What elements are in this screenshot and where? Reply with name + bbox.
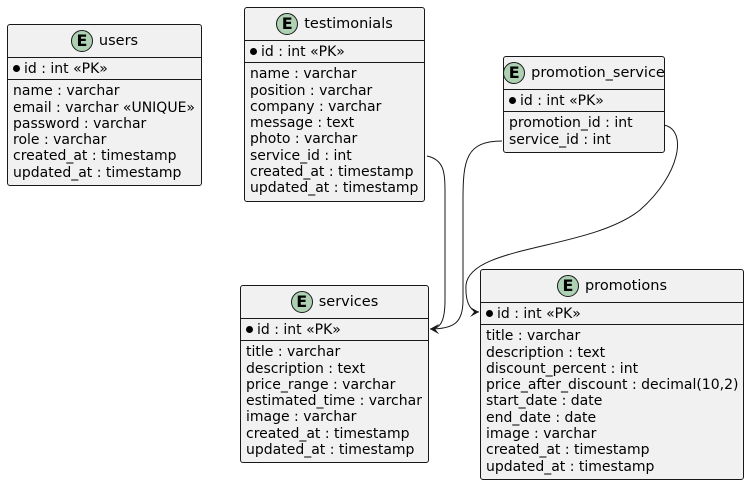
field: position : varchar: [250, 82, 373, 99]
field: password : varchar: [13, 115, 147, 132]
field: image : varchar: [486, 426, 597, 443]
entity-testimonials: E testimonials id : int «PK» name : varc…: [244, 7, 425, 202]
field: name : varchar: [250, 66, 357, 83]
primary-key-label: id : int «PK»: [24, 61, 108, 77]
field: updated_at : timestamp: [246, 442, 415, 459]
entity-header: E services: [241, 286, 428, 318]
field: updated_at : timestamp: [486, 458, 655, 475]
field: updated_at : timestamp: [13, 164, 182, 181]
primary-key-icon: [486, 310, 493, 317]
field: price_after_discount : decimal(10,2): [486, 377, 739, 394]
entity-icon: E: [556, 275, 579, 297]
field: updated_at : timestamp: [250, 180, 419, 197]
primary-key-row: id : int «PK»: [8, 57, 201, 79]
field: name : varchar: [13, 83, 120, 100]
entity-header: E promotions: [481, 270, 743, 302]
entity-title: testimonials: [304, 15, 393, 32]
field-list: promotion_id : int service_id : int: [504, 111, 664, 152]
entity-title: users: [98, 32, 139, 49]
primary-key-label: id : int «PK»: [261, 44, 345, 60]
field-list: title : varchar description : text disco…: [481, 324, 743, 479]
primary-key-icon: [250, 48, 257, 55]
primary-key-row: id : int «PK»: [245, 40, 424, 62]
field: promotion_id : int: [509, 115, 633, 132]
entity-icon: E: [503, 62, 526, 84]
field: image : varchar: [246, 409, 357, 426]
primary-key-label: id : int «PK»: [497, 306, 581, 322]
field: discount_percent : int: [486, 360, 639, 377]
field: service_id : int: [509, 131, 611, 148]
field: price_range : varchar: [246, 376, 396, 393]
field: created_at : timestamp: [486, 442, 650, 459]
field: email : varchar «UNIQUE»: [13, 99, 195, 116]
field: created_at : timestamp: [13, 148, 177, 165]
field: description : text: [486, 344, 606, 361]
field-list: name : varchar position : varchar compan…: [245, 62, 424, 200]
primary-key-label: id : int «PK»: [257, 322, 341, 338]
field: role : varchar: [13, 132, 107, 149]
field-list: name : varchar email : varchar «UNIQUE» …: [8, 79, 201, 185]
field: estimated_time : varchar: [246, 393, 422, 410]
field: created_at : timestamp: [250, 164, 414, 181]
entity-users: E users id : int «PK» name : varchar ema…: [7, 24, 202, 187]
field: title : varchar: [486, 328, 581, 345]
relationship-promotion-service-services: [429, 140, 503, 334]
primary-key-icon: [246, 326, 253, 333]
entity-title: promotion_service: [531, 64, 665, 81]
field: end_date : date: [486, 409, 597, 426]
field: photo : varchar: [250, 131, 358, 148]
primary-key-row: id : int «PK»: [504, 89, 664, 111]
entity-icon: E: [70, 30, 93, 52]
entity-icon: E: [276, 13, 299, 35]
relationship-promotion-service-promotions: [465, 124, 678, 317]
primary-key-icon: [13, 65, 20, 72]
field: description : text: [246, 360, 366, 377]
primary-key-label: id : int «PK»: [520, 93, 604, 109]
entity-services: E services id : int «PK» title : varchar…: [240, 285, 429, 464]
relationship-testimonials-services: [426, 155, 446, 334]
entity-title: promotions: [584, 277, 668, 294]
entity-header: E promotion_service: [503, 57, 665, 89]
field: company : varchar: [250, 98, 382, 115]
primary-key-row: id : int «PK»: [481, 302, 743, 324]
entity-header: E users: [8, 25, 201, 57]
entity-title: services: [318, 293, 379, 310]
entity-promotion-service: E promotion_service id : int «PK» promot…: [503, 56, 665, 153]
entity-promotions: E promotions id : int «PK» title : varch…: [480, 269, 744, 480]
primary-key-icon: [509, 97, 516, 104]
entity-icon: E: [290, 291, 313, 313]
field: message : text: [250, 115, 355, 132]
field: start_date : date: [486, 393, 603, 410]
field: title : varchar: [246, 344, 341, 361]
field: service_id : int: [250, 147, 352, 164]
entity-header: E testimonials: [245, 8, 424, 40]
field-list: title : varchar description : text price…: [241, 340, 428, 462]
primary-key-row: id : int «PK»: [241, 318, 428, 340]
field: created_at : timestamp: [246, 425, 410, 442]
